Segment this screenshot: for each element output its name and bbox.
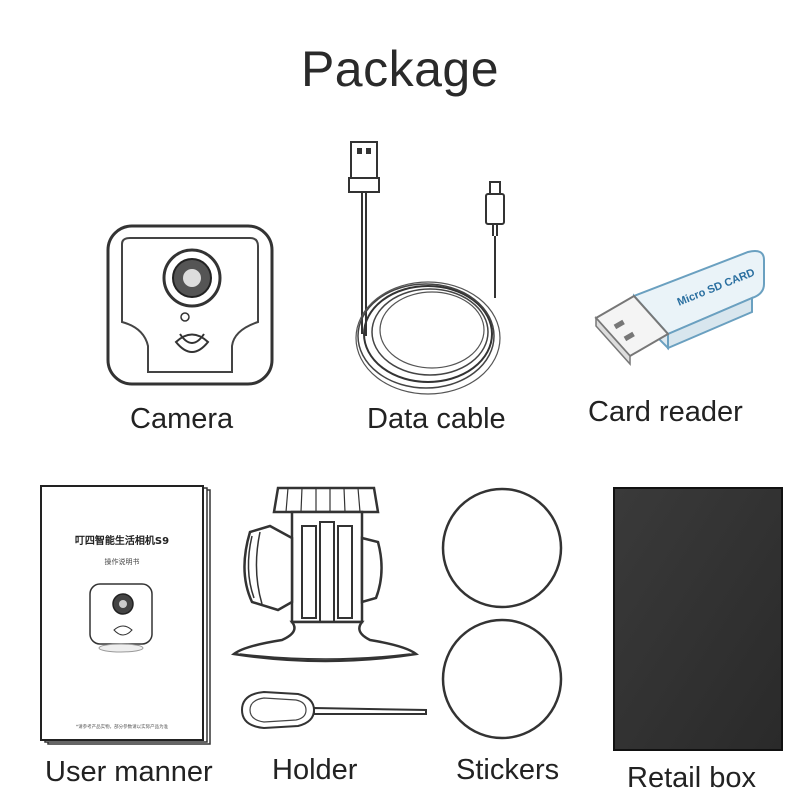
holder-label: Holder xyxy=(272,754,358,786)
camera-label: Camera xyxy=(130,403,234,435)
holder-image xyxy=(230,482,420,672)
sticker-circle-top xyxy=(440,486,564,610)
user-manual-image: 叮四智能生活相机S9 操作说明书 *请参考产品实物，部分参数请以实际产品为准 xyxy=(38,484,214,748)
manual-title: 叮四智能生活相机S9 xyxy=(75,534,169,547)
card-reader-label: Card reader xyxy=(588,396,743,428)
retail-box-image xyxy=(612,486,784,752)
manual-footer: *请参考产品实物，部分参数请以实际产品为准 xyxy=(76,723,169,730)
data-cable-label: Data cable xyxy=(367,403,506,435)
sim-eject-pin-image xyxy=(238,686,434,736)
data-cable-image xyxy=(340,138,510,400)
card-reader-image: Micro SD CARD xyxy=(592,244,768,368)
manual-camera-illustration xyxy=(89,583,153,653)
stickers-label: Stickers xyxy=(456,754,560,786)
page-title: Package xyxy=(300,41,500,97)
sticker-circle-bottom xyxy=(440,617,564,741)
manual-subtitle: 操作说明书 xyxy=(105,557,140,566)
user-manual-label: User manner xyxy=(45,756,213,788)
camera-image xyxy=(104,222,276,388)
retail-box-label: Retail box xyxy=(627,762,756,794)
